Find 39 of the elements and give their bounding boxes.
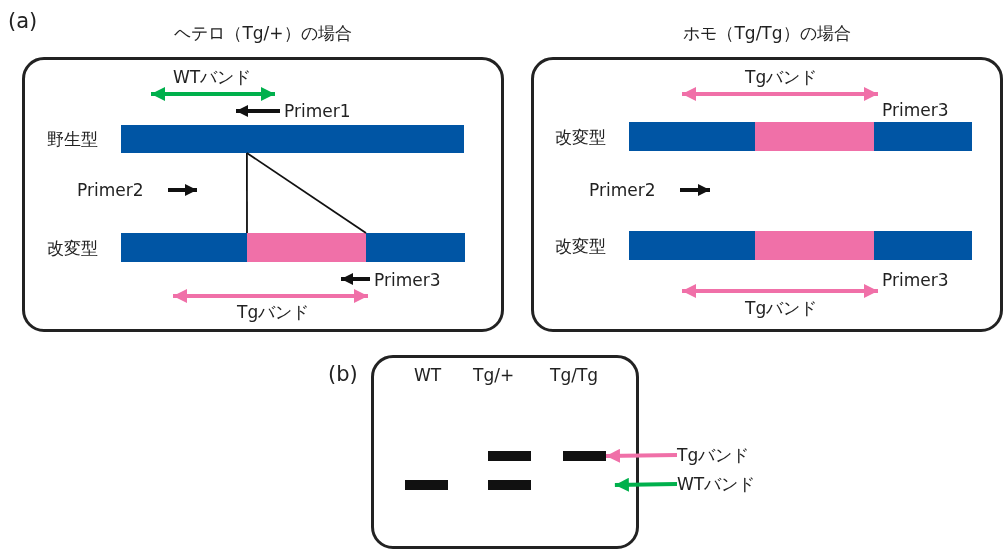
panel-letter: (a) — [8, 10, 38, 32]
panel-letter: (b) — [328, 363, 358, 385]
gel-frame — [371, 355, 639, 549]
row-label: 改変型 — [555, 125, 606, 148]
primer-label: Primer3 — [882, 99, 949, 121]
band-label: WTバンド — [677, 473, 756, 495]
band-label: Tgバンド — [745, 297, 818, 319]
dna-bar — [121, 233, 465, 262]
band-label: Tgバンド — [677, 444, 750, 466]
primer-label: Primer3 — [374, 269, 441, 291]
primer-label: Primer1 — [284, 100, 351, 122]
panel-title: ヘテロ（Tg/+）の場合 — [173, 22, 353, 44]
row-label: 改変型 — [555, 234, 606, 257]
band-label: Tgバンド — [745, 66, 818, 88]
connector-line — [246, 152, 367, 234]
transgene-insert — [247, 233, 366, 262]
gel-band — [405, 480, 448, 490]
lane-label: WT — [414, 364, 442, 386]
dna-bar — [629, 231, 972, 260]
gel-band — [488, 451, 531, 461]
primer-label: Primer2 — [589, 179, 656, 201]
row-label: 改変型 — [47, 236, 98, 259]
leader-arrow — [605, 448, 678, 463]
band-label: WTバンド — [173, 66, 252, 88]
band-label: Tgバンド — [237, 301, 310, 323]
row-label: 野生型 — [47, 128, 98, 150]
primer-label: Primer3 — [882, 269, 949, 291]
primer-label: Primer2 — [77, 179, 144, 201]
transgene-insert — [755, 122, 874, 151]
dna-bar — [121, 125, 464, 153]
lane-label: Tg/Tg — [550, 364, 599, 386]
lane-label: Tg/+ — [473, 364, 515, 386]
panel-title: ホモ（Tg/Tg）の場合 — [682, 22, 852, 44]
leader-arrow — [614, 477, 678, 492]
gel-band — [488, 480, 531, 490]
gel-band — [563, 451, 606, 461]
connector-line — [246, 152, 248, 234]
transgene-insert — [755, 231, 874, 260]
dna-bar — [629, 122, 972, 151]
